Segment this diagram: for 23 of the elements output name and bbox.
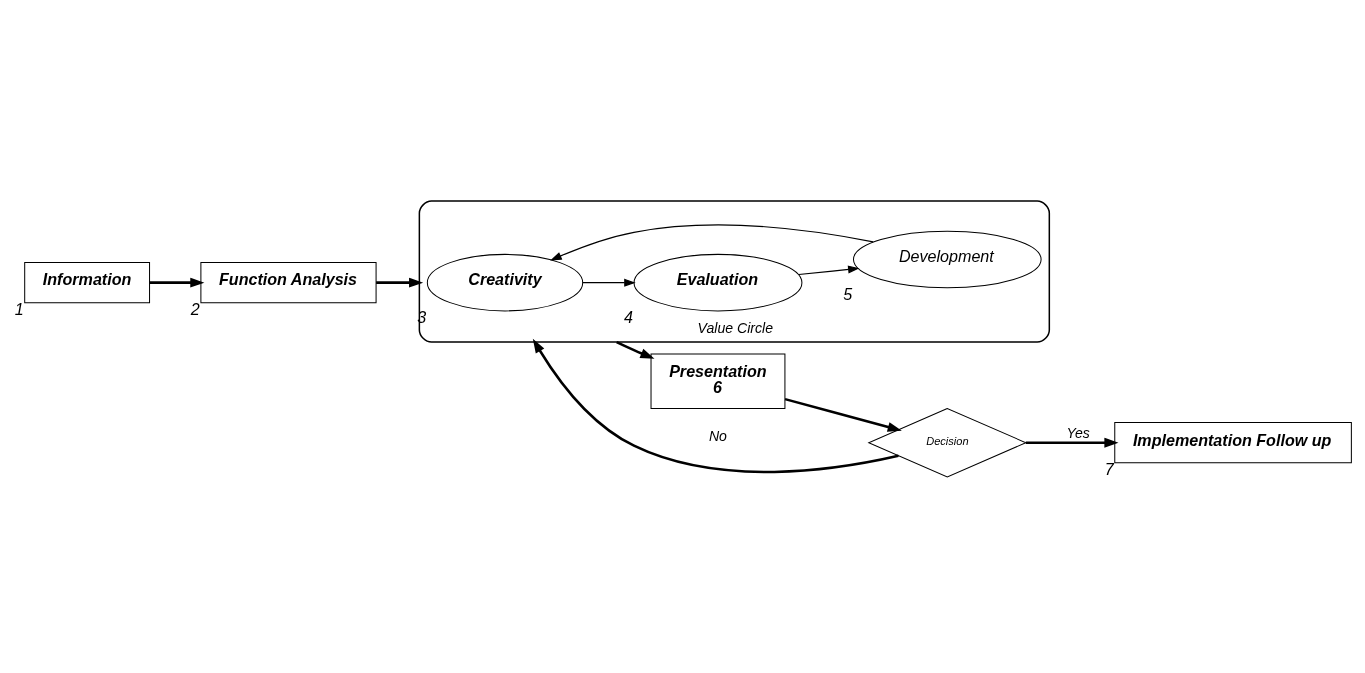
arrow xyxy=(615,340,654,359)
node-box: Presentation 6 xyxy=(650,353,785,409)
arrow xyxy=(797,264,860,275)
edge-label: No xyxy=(708,427,727,444)
node-diamond: Decision xyxy=(867,407,1027,477)
arrow xyxy=(581,278,636,287)
node-label: 5 xyxy=(842,284,852,303)
node-label: 7 xyxy=(1104,459,1114,478)
node-ellipse: Evaluation xyxy=(633,253,802,311)
arrow xyxy=(532,338,899,473)
node-label: 4 xyxy=(623,307,633,326)
arrow xyxy=(549,224,874,260)
node-label: 2 xyxy=(190,299,200,318)
arrow xyxy=(1025,437,1118,448)
node-box: Information xyxy=(23,261,150,303)
node-ellipse: Development xyxy=(852,230,1042,288)
arrow xyxy=(149,277,204,288)
node-box: Implementation Follow up xyxy=(1113,421,1352,463)
arrow xyxy=(375,277,423,288)
node-label: 1 xyxy=(14,299,24,318)
arrow xyxy=(784,397,902,432)
node-box: Function Analysis xyxy=(199,261,377,303)
edge-label: Yes xyxy=(1065,424,1090,441)
